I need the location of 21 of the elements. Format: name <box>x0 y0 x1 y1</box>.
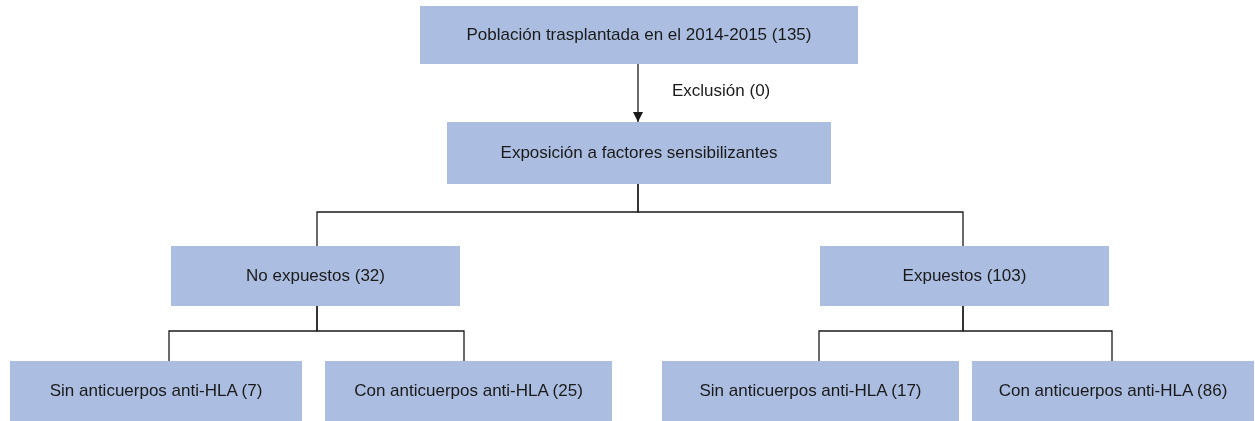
process-box <box>447 122 831 184</box>
connector-line <box>637 183 964 247</box>
process-box <box>171 246 460 306</box>
process-box <box>662 361 959 421</box>
box-label: Población trasplantada en el 2014-2015 (135) <box>466 25 812 45</box>
connector-line <box>962 305 1113 362</box>
process-box <box>420 6 858 64</box>
box-label: No expuestos (32) <box>246 266 385 286</box>
process-box <box>325 361 612 421</box>
process-box <box>820 246 1109 306</box>
connector-line <box>316 305 465 362</box>
box-label: Expuestos (103) <box>902 266 1027 286</box>
arrow <box>633 63 643 123</box>
box-label: Con anticuerpos anti-HLA (25) <box>354 381 583 401</box>
edge-label: Exclusión (0) <box>672 81 771 101</box>
process-box <box>10 361 302 421</box>
box-label: Sin anticuerpos anti-HLA (17) <box>699 381 922 401</box>
box-label: Con anticuerpos anti-HLA (86) <box>998 381 1228 401</box>
box-label: Exposición a factores sensibilizantes <box>500 143 778 163</box>
box-label: Sin anticuerpos anti-HLA (7) <box>49 381 263 401</box>
process-box <box>972 361 1254 421</box>
